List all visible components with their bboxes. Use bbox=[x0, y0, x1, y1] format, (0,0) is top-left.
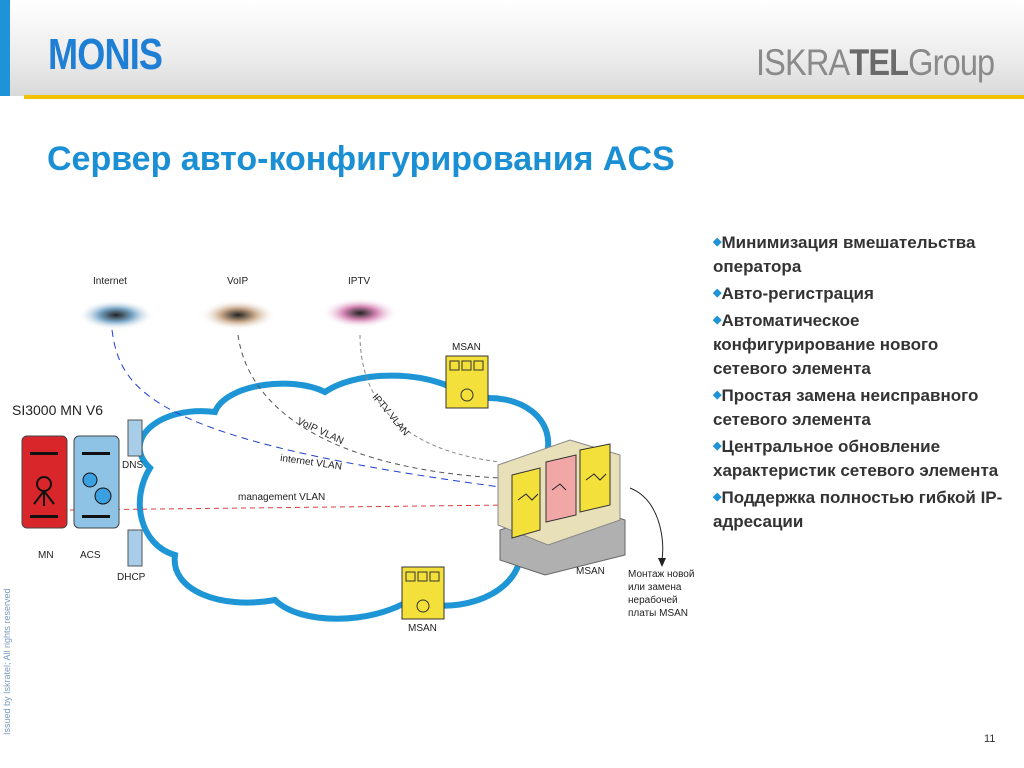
slide-header: MONIS ISKRATELGroup bbox=[0, 0, 1024, 96]
logo-iskra: ISKRA bbox=[756, 42, 850, 83]
feature-list: ◆Минимизация вмешательства оператора ◆Ав… bbox=[713, 230, 1003, 536]
monis-logo: MONIS bbox=[48, 30, 163, 79]
bullet-text: Центральное обновление характеристик сет… bbox=[713, 437, 999, 480]
bullet-text: Минимизация вмешательства оператора bbox=[713, 233, 976, 276]
internet-label: Internet bbox=[93, 276, 127, 287]
bullet-text: Поддержка полностью гибкой IP-адресации bbox=[713, 488, 1003, 531]
diamond-bullet-icon: ◆ bbox=[713, 314, 722, 326]
replacement-note: Монтаж новой или замена нерабочей платы … bbox=[628, 568, 694, 620]
bullet-item: ◆Автоматическое конфигурирование нового … bbox=[713, 308, 1003, 381]
note-line: платы MSAN bbox=[628, 608, 689, 619]
mn-label: MN bbox=[38, 550, 54, 561]
voip-label: VoIP bbox=[227, 276, 249, 287]
iptv-service-icon bbox=[322, 298, 398, 328]
dns-server-icon bbox=[127, 419, 143, 457]
voip-vlan-line bbox=[237, 334, 501, 479]
diamond-bullet-icon: ◆ bbox=[713, 491, 722, 503]
voip-service-icon bbox=[200, 300, 276, 330]
dns-label: DNS bbox=[122, 460, 144, 471]
msan-label: MSAN bbox=[408, 623, 437, 634]
header-accent-bar bbox=[0, 0, 10, 96]
diamond-bullet-icon: ◆ bbox=[713, 236, 722, 248]
msan-chassis-icon bbox=[497, 439, 626, 576]
page-number: 11 bbox=[984, 733, 996, 745]
management-vlan-label: management VLAN bbox=[238, 492, 326, 503]
arrow-head-icon bbox=[658, 558, 666, 567]
msan-device-icon bbox=[401, 566, 445, 620]
system-label: SI3000 MN V6 bbox=[12, 402, 104, 418]
note-line: или замена bbox=[628, 582, 682, 593]
msan-label: MSAN bbox=[452, 342, 481, 353]
bullet-text: Авто-регистрация bbox=[721, 284, 874, 303]
diamond-bullet-icon: ◆ bbox=[713, 287, 722, 299]
bullet-text: Простая замена неисправного сетевого эле… bbox=[713, 386, 979, 429]
note-line: нерабочей bbox=[628, 595, 678, 606]
mn-server-icon bbox=[21, 435, 68, 529]
iptv-vlan-line bbox=[359, 334, 501, 463]
diamond-bullet-icon: ◆ bbox=[713, 440, 722, 452]
bullet-item: ◆Поддержка полностью гибкой IP-адресации bbox=[713, 485, 1003, 534]
management-vlan-line bbox=[69, 504, 511, 511]
internet-service-icon bbox=[78, 300, 154, 330]
slide-title: Сервер авто-конфигурирования ACS bbox=[47, 140, 675, 178]
logo-tel: TEL bbox=[849, 42, 909, 83]
iptv-label: IPTV bbox=[348, 276, 371, 287]
replacement-arrow bbox=[629, 487, 664, 561]
bullet-item: ◆Авто-регистрация bbox=[713, 281, 1003, 306]
msan-label: MSAN bbox=[576, 566, 605, 577]
diamond-bullet-icon: ◆ bbox=[713, 389, 722, 401]
acs-server-icon bbox=[73, 435, 120, 529]
bullet-item: ◆Минимизация вмешательства оператора bbox=[713, 230, 1003, 279]
bullet-item: ◆Простая замена неисправного сетевого эл… bbox=[713, 383, 1003, 432]
logo-group: Group bbox=[908, 42, 995, 83]
dhcp-server-icon bbox=[127, 529, 143, 567]
header-divider bbox=[24, 95, 1024, 99]
msan-device-icon bbox=[445, 355, 489, 409]
dhcp-label: DHCP bbox=[117, 572, 146, 583]
bullet-item: ◆Центральное обновление характеристик се… bbox=[713, 434, 1003, 483]
note-line: Монтаж новой bbox=[628, 569, 695, 580]
bullet-text: Автоматическое конфигурирование нового с… bbox=[713, 311, 939, 378]
internet-vlan-line bbox=[111, 329, 501, 488]
acs-label: ACS bbox=[80, 550, 101, 561]
iskratel-logo: ISKRATELGroup bbox=[756, 42, 995, 84]
